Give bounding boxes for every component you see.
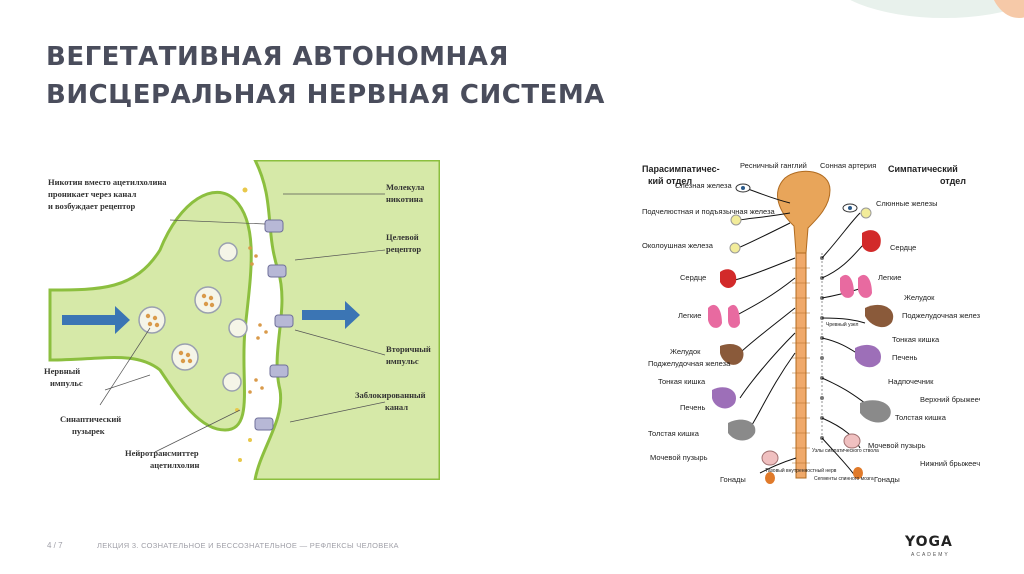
slide-title: ВЕГЕТАТИВНАЯ АВТОНОМНАЯ ВИСЦЕРАЛЬНАЯ НЕР… (46, 38, 605, 114)
left-label-stomach: Желудок (670, 347, 701, 356)
parasympathetic-title-2: кий отдел (648, 176, 692, 186)
nerve-impulse-1: Нервный (44, 366, 80, 376)
spinal-segments-label: Сегменты спинного мозга (814, 476, 874, 482)
right-label-lungs: Легкие (878, 273, 901, 282)
neurotransmitter-1: Нейротрансмиттер (125, 448, 199, 458)
right-organs (840, 203, 894, 479)
right-label-superior-mesenteric: Верхний брыжеечный узел (920, 395, 980, 404)
celiac-ganglion-label: Чревный узел (826, 321, 858, 328)
title-line-1: ВЕГЕТАТИВНАЯ АВТОНОМНАЯ (46, 42, 509, 72)
nicotine-note-3: и возбуждает рецептор (48, 201, 135, 211)
vesicle-label-2: пузырек (72, 426, 105, 436)
left-organs (708, 183, 779, 484)
neurotransmitter-2: ацетилхолин (150, 460, 199, 470)
right-label-liver: Печень (892, 353, 918, 362)
sympathetic-title-1: Симпатический (888, 164, 958, 174)
footer-lecture: ЛЕКЦИЯ 3. СОЗНАТЕЛЬНОЕ И БЕССОЗНАТЕЛЬНОЕ… (97, 541, 399, 550)
right-label-salivary: Слюнные железы (876, 199, 938, 208)
receptor-label-1: Целевой (386, 232, 419, 242)
molecule-label-2: никотина (386, 194, 424, 204)
vesicle-label-1: Синаптический (60, 414, 121, 424)
left-label-pancreas: Поджелудочная железа (648, 359, 731, 368)
left-label-lacrimal: Слезная железа (675, 181, 732, 190)
left-label-liver: Печень (680, 403, 706, 412)
logo-sub: ACADEMY (911, 552, 950, 558)
page-number: 4 / 7 (47, 541, 63, 550)
left-label-parotid: Околоушная железа (642, 241, 714, 250)
left-label-lungs: Легкие (678, 311, 701, 320)
blocked-channel-1: Заблокированный (355, 390, 426, 400)
nicotine-note-2: проникает через канал (48, 189, 137, 199)
secondary-impulse-2: импульс (386, 356, 419, 366)
right-label-stomach: Желудок (904, 293, 935, 302)
left-label-heart: Сердце (680, 273, 706, 282)
parasympathetic-title-1: Парасимпатичес- (642, 164, 720, 174)
ciliary-ganglion-label: Ресничный ганглий (740, 161, 807, 170)
ans-figure: Парасимпатичес- кий отдел Симпатический … (642, 161, 980, 484)
molecule-label-1: Молекула (386, 182, 425, 192)
synapse-figure: Никотин вместо ацетилхолина проникает че… (44, 160, 440, 480)
left-label-small-intestine: Тонкая кишка (658, 377, 706, 386)
left-label-colon: Толстая кишка (648, 429, 700, 438)
right-label-gonads: Гонады (874, 475, 900, 484)
right-label-pancreas: Поджелудочная железа (902, 311, 980, 320)
sympathetic-trunk-label: Узлы симпатического ствола (812, 448, 879, 454)
carotid-artery-label: Сонная артерия (820, 161, 876, 170)
left-label-bladder: Мочевой пузырь (650, 453, 708, 462)
secondary-impulse-1: Вторичный (386, 344, 431, 354)
right-label-small-intestine: Тонкая кишка (892, 335, 940, 344)
left-label-submandibular: Подчелюстная и подъязычная железа (642, 207, 776, 216)
blocked-channel-2: канал (385, 402, 408, 412)
right-label-heart: Сердце (890, 243, 916, 252)
receptor-label-2: рецептор (386, 244, 421, 254)
yoga-academy-logo: YOGA ACADEMY (905, 534, 985, 564)
right-label-bladder: Мочевой пузырь (868, 441, 926, 450)
right-label-inferior-mesenteric: Нижний брыжеечный узел (920, 459, 980, 468)
nicotine-note-1: Никотин вместо ацетилхолина (48, 177, 167, 187)
left-label-gonads: Гонады (720, 475, 746, 484)
right-label-colon: Толстая кишка (895, 413, 947, 422)
nerve-impulse-2: импульс (50, 378, 83, 388)
logo-word: YOGA (905, 534, 953, 550)
pelvic-nerve-label: Тазовый внутренностный нерв (765, 467, 837, 474)
right-label-adrenal: Надпочечник (888, 377, 934, 386)
corner-decoration (850, 0, 1024, 18)
title-line-2: ВИСЦЕРАЛЬНАЯ НЕРВНАЯ СИСТЕМА (46, 80, 605, 110)
sympathetic-title-2: отдел (940, 176, 966, 186)
